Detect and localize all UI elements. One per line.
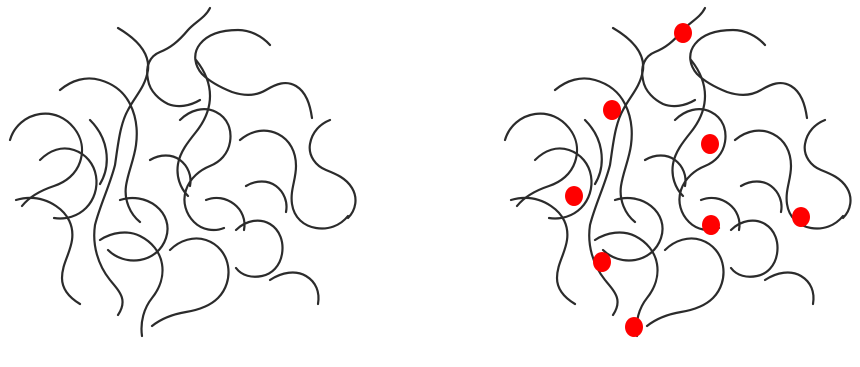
crosslink-point: [603, 100, 621, 120]
crosslink-point: [701, 134, 719, 154]
crosslink-point: [674, 23, 692, 43]
crosslink-point: [593, 252, 611, 272]
crosslink-point: [702, 215, 720, 235]
crosslink-point: [792, 207, 810, 227]
crosslink-point: [565, 186, 583, 206]
crosslink-point: [625, 317, 643, 337]
